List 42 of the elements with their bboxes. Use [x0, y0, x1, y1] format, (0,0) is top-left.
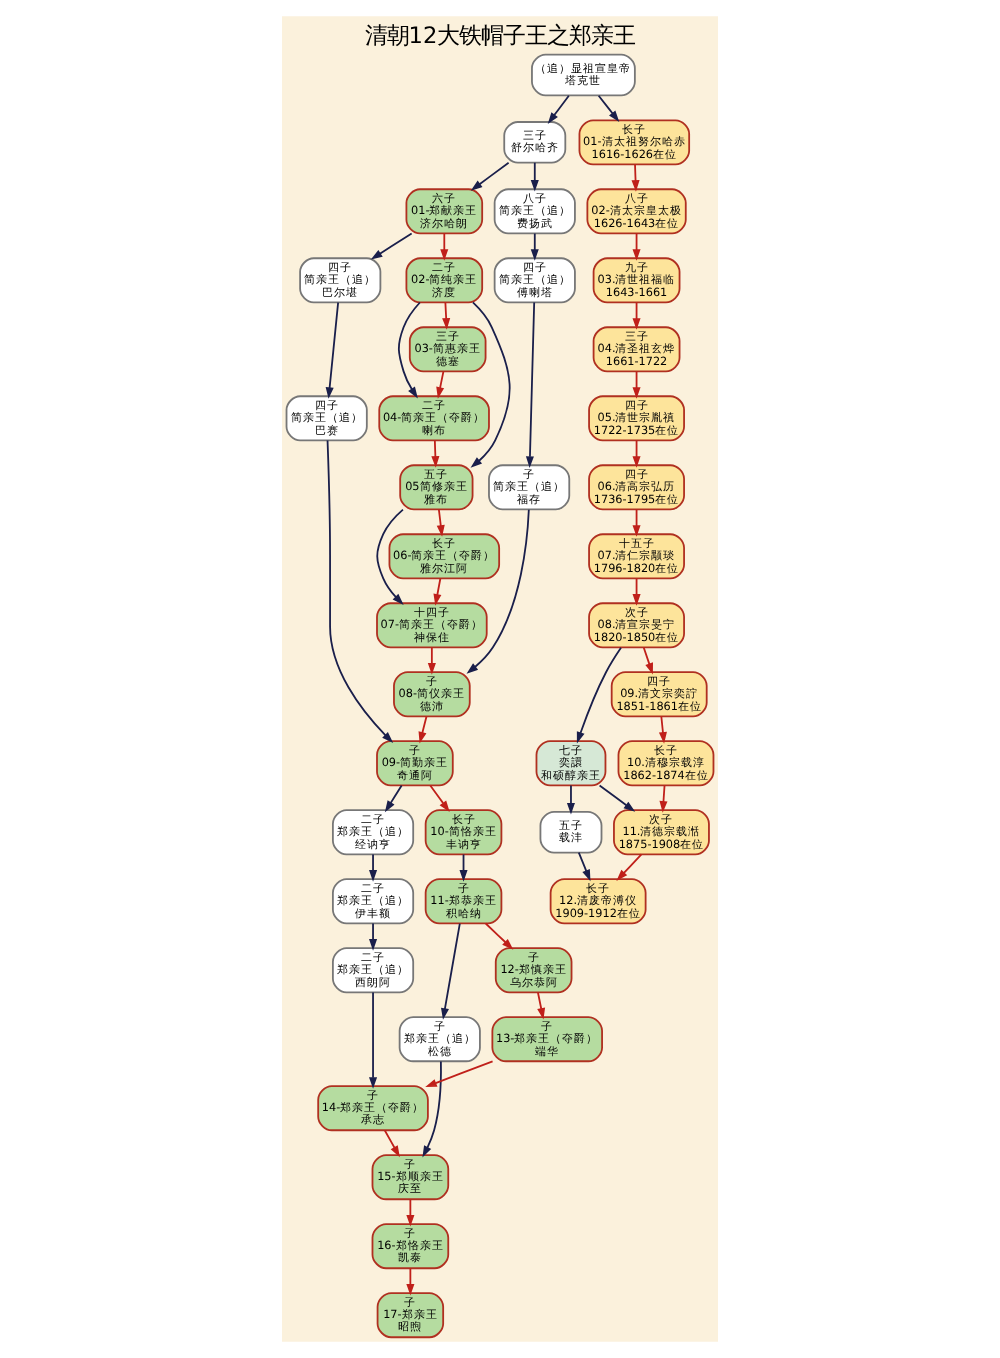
arrow: [576, 646, 622, 744]
arrow: [436, 370, 445, 399]
arrow: [384, 784, 403, 813]
arrow: [325, 301, 340, 399]
arrow: [659, 784, 668, 813]
arrow: [436, 508, 445, 537]
arrow: [427, 646, 436, 675]
arrow: [547, 94, 570, 124]
arrow: [484, 922, 514, 950]
arrow: [440, 232, 449, 261]
arrow: [537, 991, 546, 1020]
arrow: [383, 1129, 400, 1158]
diagram-title: 清朝12大铁帽子王之郑亲王: [364, 23, 636, 50]
arrow: [370, 232, 413, 260]
arrow: [598, 784, 636, 812]
arrow: [597, 94, 620, 123]
arrow: [530, 161, 539, 192]
arrow: [441, 922, 461, 1020]
arrow: [433, 577, 442, 606]
arrow: [418, 715, 428, 744]
arrow: [425, 1060, 494, 1088]
arrow: [642, 646, 653, 675]
arrow: [470, 301, 511, 468]
arrow: [397, 301, 421, 399]
arrow: [406, 1198, 415, 1227]
arrow: [470, 161, 510, 191]
arrow: [376, 508, 404, 605]
arrow: [429, 784, 450, 813]
arrow: [525, 301, 536, 468]
arrow: [422, 1060, 442, 1158]
arrow: [406, 1267, 415, 1296]
arrow: [466, 508, 530, 674]
arrow: [658, 715, 667, 744]
arrow: [369, 853, 378, 882]
arrow: [369, 922, 378, 951]
arrow: [369, 991, 378, 1089]
arrow: [566, 784, 575, 815]
arrow: [577, 851, 591, 882]
arrow: [326, 439, 394, 744]
arrow: [530, 232, 539, 261]
arrow: [431, 439, 440, 468]
arrow: [616, 853, 643, 881]
